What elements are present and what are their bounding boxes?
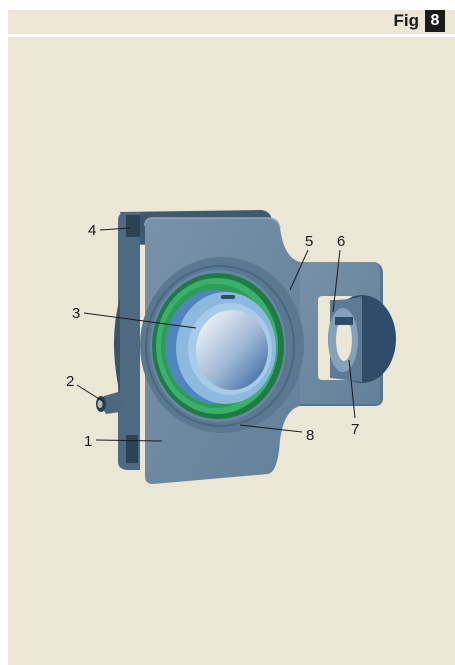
bearing-assembly (140, 257, 304, 433)
callout-6: 6 (337, 233, 345, 250)
callout-4: 4 (88, 222, 96, 239)
callout-5: 5 (305, 233, 313, 250)
callout-8: 8 (306, 427, 314, 444)
callout-2: 2 (66, 373, 74, 390)
leader-2 (77, 385, 104, 402)
callout-7: 7 (351, 421, 359, 438)
callout-1: 1 (84, 433, 92, 450)
callout-3: 3 (72, 305, 80, 322)
